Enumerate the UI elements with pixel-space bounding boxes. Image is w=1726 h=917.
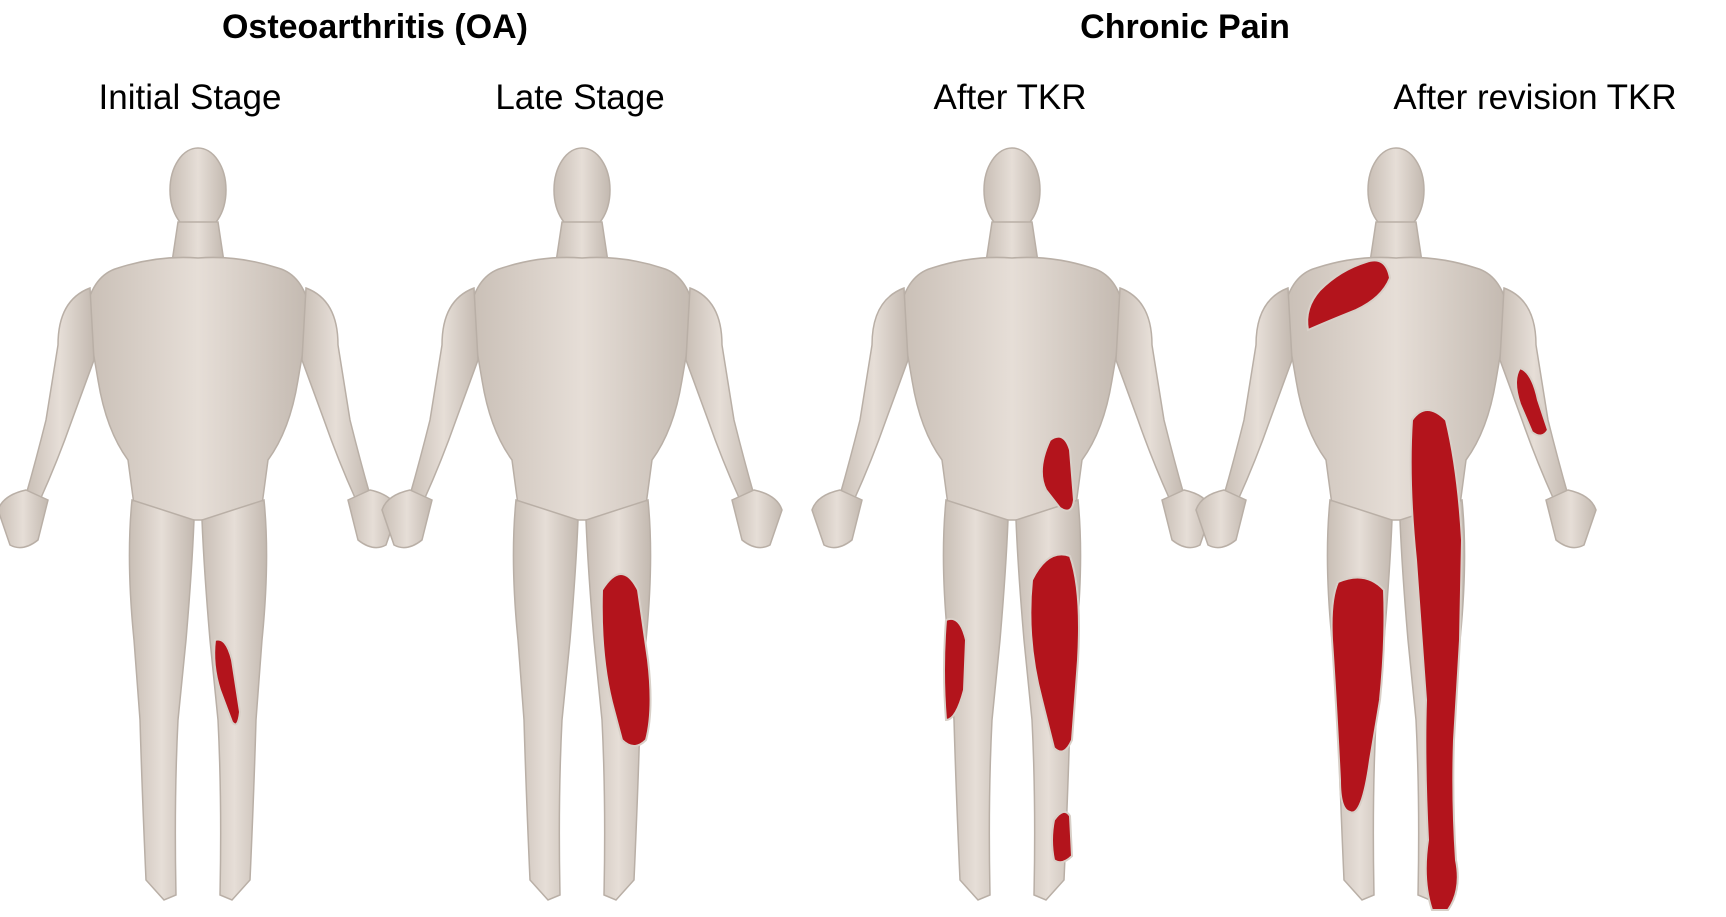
pain-region xyxy=(1052,812,1072,862)
body-figure-after-tkr xyxy=(812,148,1212,900)
body-figure-late xyxy=(382,148,782,900)
pain-region xyxy=(1332,578,1385,813)
body-figure-initial xyxy=(0,148,398,900)
body-figure-after-revision-tkr xyxy=(1196,148,1596,910)
